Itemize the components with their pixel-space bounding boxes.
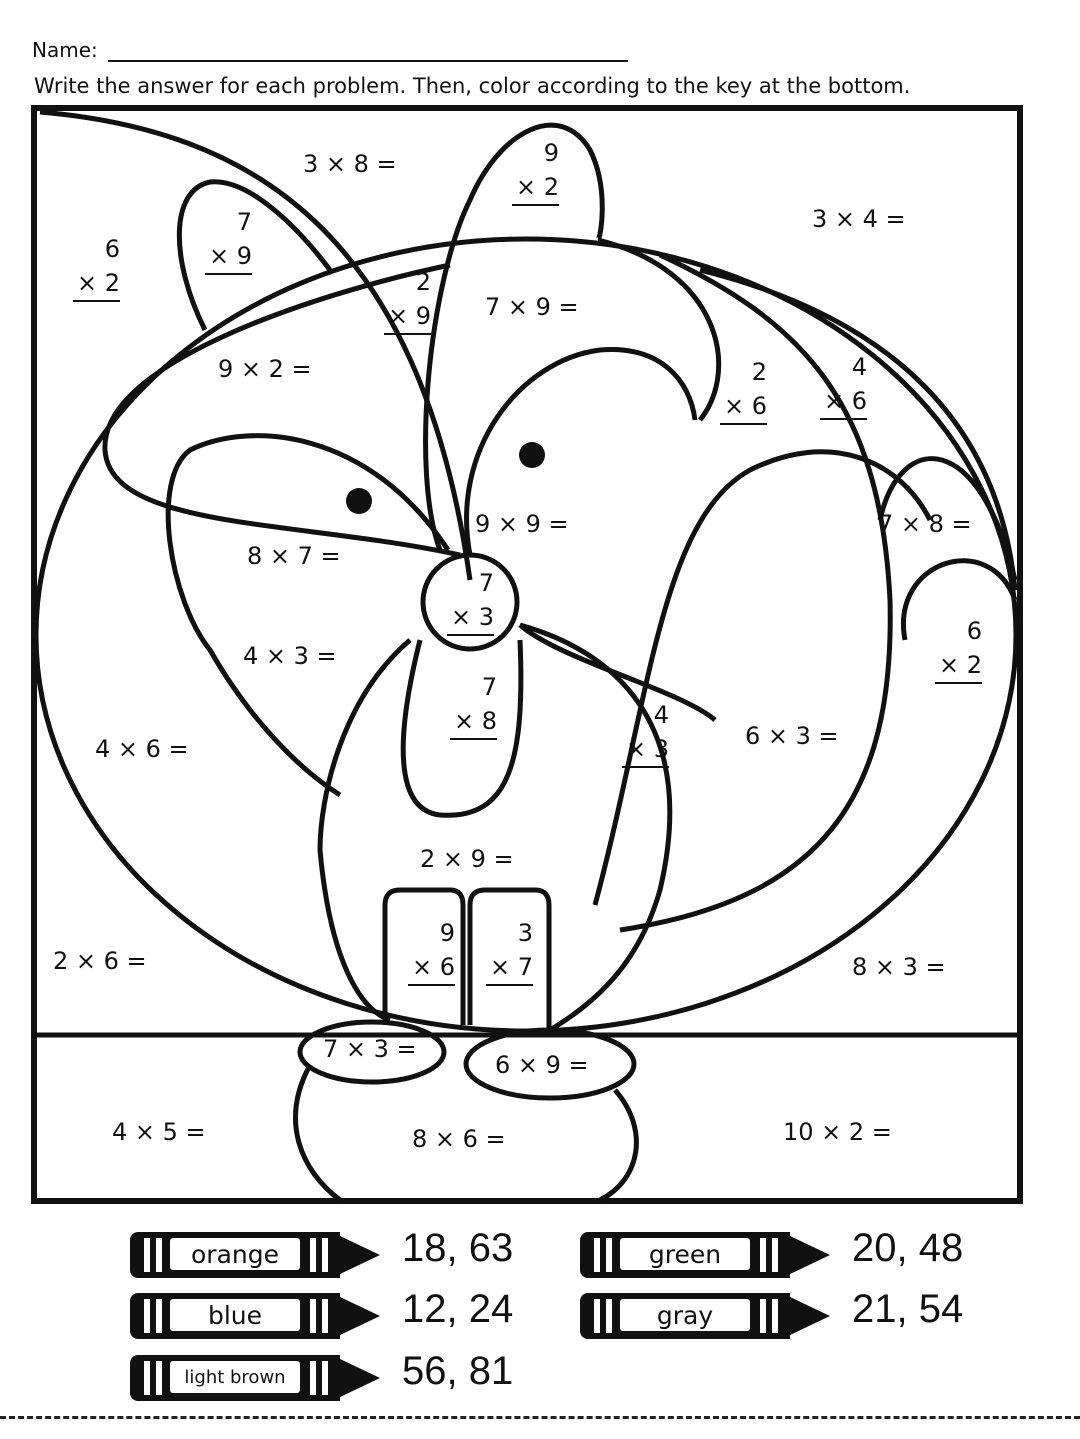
problem-4: 7× 9: [205, 205, 253, 275]
problem-11: 9 × 9 =: [475, 510, 569, 538]
tail-body: [592, 449, 933, 906]
problem-multiplier: × 9: [384, 299, 432, 335]
crayon-color-label: blue: [170, 1299, 300, 1331]
problem-multiplier: × 6: [408, 950, 456, 986]
right-foot: [463, 1027, 637, 1101]
right-leg-line: [518, 623, 717, 722]
problem-20: 4 × 6 =: [95, 735, 189, 763]
problem-15: 6× 2: [935, 614, 983, 684]
problem-top-number: 7: [481, 673, 498, 701]
problem-17: 7× 8: [450, 670, 498, 740]
problem-top-number: 7: [236, 208, 253, 236]
problem-multiplier: × 2: [512, 170, 560, 206]
problem-8: 9 × 2 =: [218, 355, 312, 383]
left-face: [102, 262, 461, 558]
problem-12: 7 × 8 =: [878, 510, 972, 538]
crayon-color-label: green: [620, 1238, 750, 1270]
problem-multiplier: × 7: [486, 950, 534, 986]
problem-14: 7× 3: [447, 566, 495, 636]
problem-13: 8 × 7 =: [247, 542, 341, 570]
right-cheek: [619, 252, 893, 933]
fox-chest: [400, 639, 524, 818]
problem-7: 7 × 9 =: [485, 293, 579, 321]
problem-16: 4 × 3 =: [243, 642, 337, 670]
problem-27: 6 × 9 =: [495, 1051, 589, 1079]
problem-5: 6× 2: [73, 232, 121, 302]
problem-top-number: 2: [751, 358, 768, 386]
problem-24: 2 × 6 =: [53, 947, 147, 975]
problem-top-number: 4: [851, 353, 868, 381]
right-paw: [467, 887, 552, 1030]
crayon-color-label: gray: [620, 1299, 750, 1331]
problem-22: 9× 6: [408, 916, 456, 986]
name-label: Name:: [32, 38, 98, 62]
problem-26: 7 × 3 =: [323, 1035, 417, 1063]
crayon-icon: blue: [130, 1293, 385, 1339]
right-face: [597, 237, 722, 422]
crayon-icon: orange: [130, 1232, 385, 1278]
key-answers: 21, 54: [852, 1287, 964, 1331]
problem-10: 4× 6: [820, 350, 868, 420]
right-body: [519, 622, 673, 1033]
left-paw: [382, 887, 466, 1025]
problem-multiplier: × 2: [935, 648, 983, 684]
problem-23: 3× 7: [486, 916, 534, 986]
problem-top-number: 6: [104, 235, 121, 263]
crayon-icon: gray: [580, 1293, 835, 1339]
instructions: Write the answer for each problem. Then,…: [34, 74, 911, 98]
problem-30: 10 × 2 =: [783, 1118, 892, 1146]
problem-top-number: 3: [517, 919, 534, 947]
fox-nose-circle: [420, 552, 520, 652]
left-ear: [176, 179, 332, 332]
problem-2: 9× 2: [512, 136, 560, 206]
problem-top-number: 9: [543, 139, 560, 167]
tail-curve: [39, 109, 473, 581]
right-eye-patch: [464, 347, 698, 556]
crayon-color-label: orange: [170, 1238, 300, 1270]
tail-end: [901, 558, 1018, 641]
problem-3: 3 × 4 =: [812, 205, 906, 233]
problem-28: 4 × 5 =: [112, 1118, 206, 1146]
left-body: [317, 638, 412, 1023]
problem-18: 4× 3: [622, 698, 670, 768]
left-eye-patch: [165, 433, 451, 798]
key-answers: 12, 24: [402, 1287, 514, 1331]
problem-21: 2 × 9 =: [420, 845, 514, 873]
problem-multiplier: × 6: [820, 384, 868, 420]
key-answers: 20, 48: [852, 1226, 964, 1270]
problem-top-number: 7: [478, 569, 495, 597]
problem-top-number: 6: [966, 617, 983, 645]
problem-6: 2× 9: [384, 265, 432, 335]
name-field[interactable]: [108, 60, 628, 62]
left-eye: [346, 488, 372, 514]
tail-tip: [877, 456, 1018, 581]
problem-1: 3 × 8 =: [303, 150, 397, 178]
crayon-icon: light brown: [130, 1355, 385, 1401]
problem-multiplier: × 2: [73, 266, 121, 302]
problem-multiplier: × 8: [450, 704, 498, 740]
problem-multiplier: × 9: [205, 239, 253, 275]
cut-line: [0, 1416, 1080, 1419]
problem-top-number: 4: [653, 701, 670, 729]
problem-top-number: 9: [439, 919, 456, 947]
problem-29: 8 × 6 =: [412, 1125, 506, 1153]
problem-multiplier: × 3: [447, 600, 495, 636]
problem-19: 6 × 3 =: [745, 722, 839, 750]
crayon-color-label: light brown: [170, 1361, 300, 1393]
top-ear: [423, 122, 605, 551]
pot: [293, 1063, 639, 1203]
right-eye: [519, 442, 545, 468]
problem-9: 2× 6: [720, 355, 768, 425]
picture-frame: [31, 105, 1023, 1204]
problem-multiplier: × 6: [720, 389, 768, 425]
key-answers: 18, 63: [402, 1226, 514, 1270]
left-foot: [297, 1019, 447, 1085]
right-tail-arc: [699, 267, 1018, 591]
problem-top-number: 2: [415, 268, 432, 296]
crayon-icon: green: [580, 1232, 835, 1278]
key-answers: 56, 81: [402, 1349, 514, 1393]
problem-25: 8 × 3 =: [852, 953, 946, 981]
problem-multiplier: × 3: [622, 732, 670, 768]
